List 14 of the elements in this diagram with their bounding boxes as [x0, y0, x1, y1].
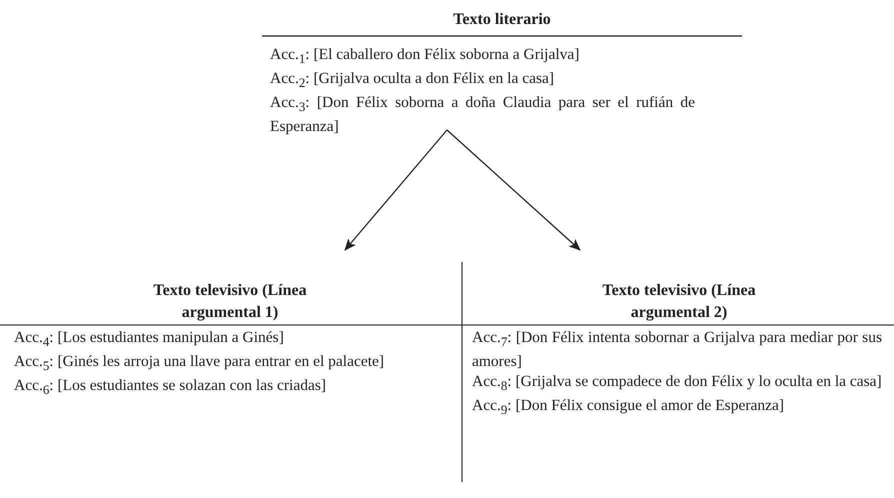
action-text: Acc.$_{7}$: [Don Félix intenta sobornar a Grijalva para mediar por sus amores]	[472, 328, 882, 372]
action-text: Acc.$_{4}$: [Los estudiantes manipulan a Ginés]	[14, 328, 285, 352]
arrow	[344, 130, 448, 251]
section-heading: Texto televisivo (Línea argumental 2)	[601, 281, 757, 323]
action-text: Acc.$_{8}$: [Grijalva se compadece de don Félix y lo oculta en la casa]	[472, 372, 882, 396]
action-text: Acc.$_{2}$: [Grijalva oculta a don Félix en la casa]	[270, 69, 556, 92]
section-heading: Texto televisivo (Línea argumental 1)	[152, 281, 308, 323]
action-text: Acc.$_{3}$: [Don Félix soborna a doña Claudia para ser el rufián de Esperanza]	[270, 93, 695, 138]
action-text: Acc.$_{5}$: [Ginés les arroja una llave para entrar en el palacete]	[14, 352, 386, 376]
section-heading: Texto literario	[452, 10, 552, 30]
action-text: Acc.$_{6}$: [Los estudiantes se solazan con las criadas]	[14, 376, 328, 400]
arrow	[446, 130, 581, 251]
action-text: Acc.$_{9}$: [Don Félix consigue el amor de Esperanza]	[472, 396, 786, 420]
action-text: Acc.$_{1}$: [El caballero don Félix soborna a Grijalva]	[270, 45, 580, 68]
